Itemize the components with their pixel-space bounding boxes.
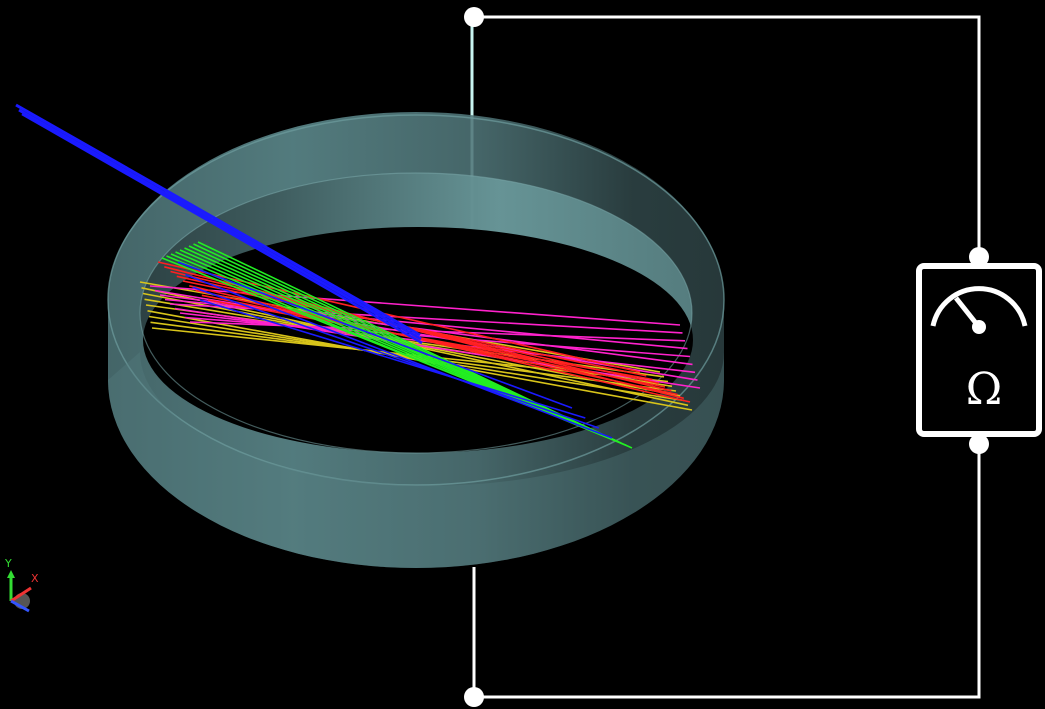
ray-blue <box>192 286 599 429</box>
terminal-top <box>464 7 484 27</box>
ray-blue <box>185 273 613 439</box>
incident-beam <box>15 103 423 345</box>
ray-blue <box>199 299 586 419</box>
ohmmeter: Ω <box>916 263 1042 437</box>
meter-pivot <box>972 320 986 334</box>
ray-green <box>170 253 616 442</box>
meter-terminal-bottom <box>969 434 989 454</box>
ray-magenta <box>189 321 686 342</box>
ray-yellow <box>150 321 677 392</box>
ray-magenta <box>184 316 691 358</box>
ohm-symbol: Ω <box>966 364 1002 415</box>
meter-dial-arc <box>930 286 1028 327</box>
terminal-bottom <box>464 687 484 707</box>
laser-rays <box>139 241 701 449</box>
orientation-axes-gizmo: Y X <box>4 557 39 613</box>
axis-x-label: X <box>31 572 39 585</box>
ray-blue <box>177 261 573 409</box>
ray-red <box>157 261 641 373</box>
axis-y-label: Y <box>4 557 12 570</box>
ray-red <box>207 299 653 381</box>
ring-front-wall <box>108 352 724 568</box>
circuit-wire-top <box>474 15 981 257</box>
circuit-wire-bottom <box>472 444 981 699</box>
meter-terminal-top <box>969 247 989 267</box>
